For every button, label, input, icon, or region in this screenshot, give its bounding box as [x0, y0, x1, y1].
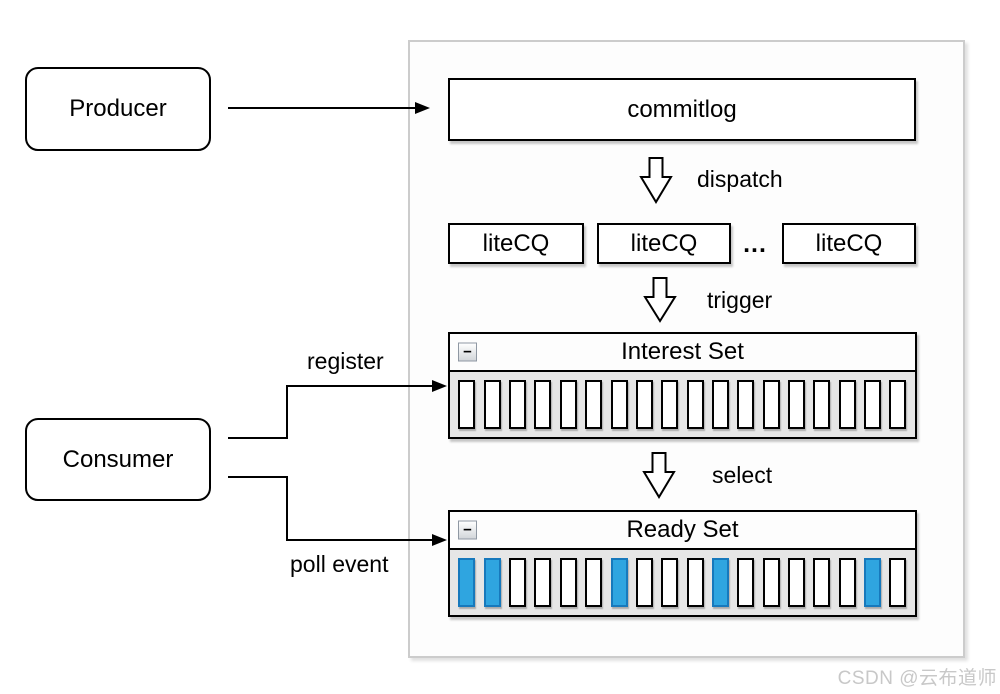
event-slot-ready [458, 558, 476, 607]
interest-set-box: − Interest Set [448, 332, 917, 439]
event-slot-empty [838, 380, 856, 429]
event-slot-empty [661, 380, 679, 429]
select-label: select [712, 462, 773, 488]
event-slot-empty [635, 558, 653, 607]
event-slot-empty [534, 380, 552, 429]
producer-to-commitlog-arrow [228, 102, 430, 114]
event-slot-empty [661, 558, 679, 607]
litecq-box-2: liteCQ [597, 223, 731, 264]
ready-set-header: − Ready Set [450, 512, 915, 550]
consumer-box: Consumer [25, 418, 211, 501]
interest-set-header: − Interest Set [450, 334, 915, 372]
event-slot-empty [838, 558, 856, 607]
ready-set-slots [450, 550, 915, 615]
event-slot-empty [788, 380, 806, 429]
minus-icon: − [463, 521, 472, 539]
dispatch-label: dispatch [697, 166, 783, 192]
collapse-button[interactable]: − [458, 520, 477, 540]
event-slot-empty [559, 380, 577, 429]
event-slot-ready [483, 558, 501, 607]
event-slot-empty [559, 558, 577, 607]
producer-box: Producer [25, 67, 211, 151]
litecq-box-3: liteCQ [782, 223, 916, 264]
event-slot-empty [509, 380, 527, 429]
event-slot-empty [813, 558, 831, 607]
event-slot-empty [737, 558, 755, 607]
event-slot-empty [762, 558, 780, 607]
event-slot-ready [610, 558, 628, 607]
event-slot-empty [889, 380, 907, 429]
event-slot-empty [585, 380, 603, 429]
event-slot-empty [762, 380, 780, 429]
event-slot-empty [458, 380, 476, 429]
consumer-label: Consumer [62, 445, 174, 473]
event-slot-ready [864, 558, 882, 607]
trigger-label: trigger [707, 287, 773, 313]
litecq-label: liteCQ [482, 229, 550, 257]
event-slot-ready [711, 558, 729, 607]
event-slot-empty [610, 380, 628, 429]
event-slot-empty [635, 380, 653, 429]
event-slot-empty [509, 558, 527, 607]
litecq-ellipsis: ... [743, 230, 767, 258]
event-slot-empty [534, 558, 552, 607]
commitlog-label: commitlog [627, 95, 737, 123]
commitlog-box: commitlog [448, 78, 916, 141]
minus-icon: − [463, 343, 472, 361]
ready-set-title: Ready Set [626, 516, 739, 543]
producer-label: Producer [69, 95, 167, 122]
event-slot-empty [686, 380, 704, 429]
poll-event-label: poll event [290, 551, 389, 577]
event-slot-empty [813, 380, 831, 429]
event-slot-empty [686, 558, 704, 607]
csdn-watermark: CSDN @云布道师 [837, 668, 997, 689]
register-label: register [307, 348, 384, 374]
litecq-label: liteCQ [630, 229, 698, 257]
event-slot-empty [737, 380, 755, 429]
collapse-button[interactable]: − [458, 342, 477, 362]
litecq-label: liteCQ [815, 229, 883, 257]
event-slot-empty [889, 558, 907, 607]
event-slot-empty [711, 380, 729, 429]
litecq-box-1: liteCQ [448, 223, 584, 264]
interest-set-title: Interest Set [621, 338, 744, 365]
event-slot-empty [864, 380, 882, 429]
interest-set-slots [450, 372, 915, 437]
event-slot-empty [788, 558, 806, 607]
ready-set-box: − Ready Set [448, 510, 917, 617]
event-slot-empty [483, 380, 501, 429]
event-slot-empty [585, 558, 603, 607]
